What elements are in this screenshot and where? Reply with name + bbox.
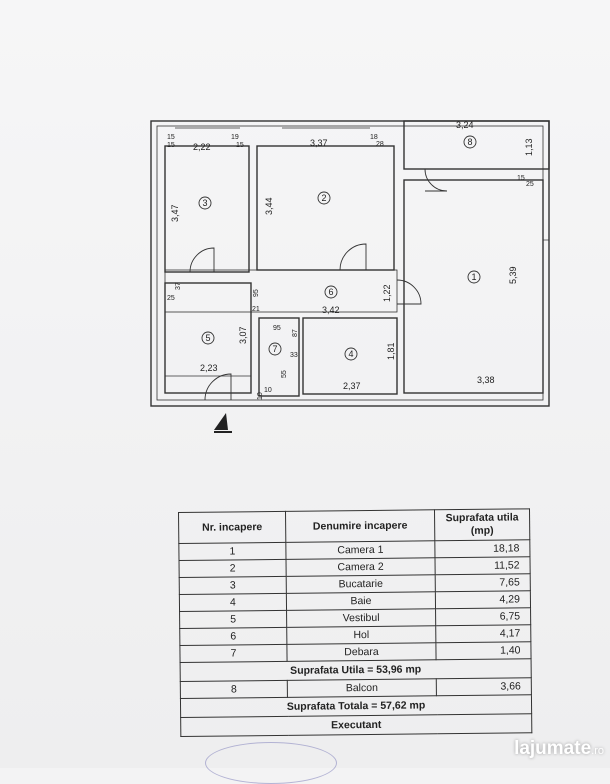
row-number: 3	[179, 576, 287, 595]
row-number: 5	[179, 610, 287, 629]
room-5-label: 5	[205, 333, 210, 343]
dim-balcony-width: 3,24	[456, 120, 474, 130]
row-name: Debara	[286, 642, 437, 662]
dim-balcony-height: 1,13	[524, 138, 534, 156]
header-room-area: Suprafata utila (mp)	[434, 508, 530, 541]
row-number: 7	[179, 644, 288, 663]
row-name: Hol	[286, 625, 436, 645]
dim-r2-height: 3,44	[264, 197, 274, 215]
watermark-tld: .ro	[591, 745, 604, 757]
header-room-number: Nr. incapere	[178, 511, 286, 544]
row-name: Vestibul	[286, 608, 436, 628]
outer-wall-outline	[150, 120, 550, 407]
watermark-logo: lajumate.ro	[514, 738, 604, 760]
wall-label: 87	[292, 329, 299, 337]
wall-label: 33	[290, 352, 298, 359]
row-number: 8	[180, 680, 288, 699]
dim-r4-width: 2,37	[343, 381, 361, 391]
room-area-table: Nr. incapere Denumire incapere Suprafata…	[178, 508, 532, 737]
dim-r5-width: 2,23	[200, 363, 218, 373]
room-7-label: 7	[272, 344, 277, 354]
dim-r3-width: 2,22	[193, 142, 211, 152]
room-6-label: 6	[328, 287, 333, 297]
room-3-outline	[164, 145, 250, 273]
row-area: 18,18	[434, 539, 530, 558]
row-name: Baie	[286, 591, 436, 611]
row-area: 4,17	[435, 624, 531, 643]
wall-label: 25	[167, 295, 175, 302]
executant-row: Executant	[180, 713, 532, 737]
row-area: 1,40	[435, 641, 532, 660]
row-name: Camera 2	[286, 557, 436, 577]
room-4-label: 4	[348, 349, 353, 359]
wall-label: 15	[517, 175, 525, 182]
row-name: Bucatarie	[286, 574, 436, 594]
wall-label: 95	[253, 289, 260, 297]
row-area: 3,66	[436, 677, 532, 696]
balcony-outline	[403, 120, 550, 170]
room-2-label: 2	[321, 193, 326, 203]
wall-label: 55	[281, 370, 288, 378]
row-number: 1	[178, 542, 287, 561]
row-number: 6	[179, 627, 287, 646]
dim-r1-height: 5,39	[508, 266, 518, 284]
watermark-brand: lajumate	[514, 738, 592, 759]
row-area: 11,52	[434, 556, 531, 575]
header-room-name: Denumire incapere	[285, 509, 435, 543]
stamp-seal	[205, 742, 337, 784]
wall-label: 18	[370, 134, 378, 141]
dim-r2-width: 3,37	[310, 138, 328, 148]
room-8-label: 8	[467, 137, 472, 147]
wall-label: 10	[257, 392, 264, 400]
room-4-outline	[302, 317, 398, 395]
row-name: Camera 1	[285, 540, 435, 560]
wall-label: 37	[175, 282, 182, 290]
dim-r1-width: 3,38	[477, 375, 495, 385]
wall-label: 19	[231, 134, 239, 141]
wall-label: 15	[167, 134, 175, 141]
dim-r4-height: 1,81	[386, 342, 396, 360]
row-area: 4,29	[435, 590, 531, 609]
room-3-label: 3	[202, 198, 207, 208]
wall-label: 10	[264, 387, 272, 394]
floor-plan: 1 2 3 4 5 6 7 8 2,22 3,47 3,37 3,44 3,24…	[150, 120, 550, 433]
room-2-outline	[256, 145, 395, 271]
wall-label: 28	[376, 141, 384, 148]
row-name: Balcon	[287, 678, 437, 698]
dim-r3-height: 3,47	[170, 204, 180, 222]
room-1-outline	[403, 179, 544, 394]
wall-label: 15	[167, 142, 175, 149]
wall-label: 95	[273, 325, 281, 332]
table-header-row: Nr. incapere Denumire incapere Suprafata…	[178, 508, 530, 544]
dim-r6-height: 1,22	[382, 284, 392, 302]
row-number: 2	[179, 559, 287, 578]
row-area: 7,65	[435, 573, 531, 592]
row-area: 6,75	[435, 607, 531, 626]
wall-label: 15	[236, 142, 244, 149]
dim-r5-height: 3,07	[238, 326, 248, 344]
room-5-outline	[164, 282, 252, 394]
entrance-icon	[214, 413, 232, 433]
room-7-outline	[258, 317, 300, 397]
wall-label: 25	[526, 181, 534, 188]
wall-label: 21	[252, 306, 260, 313]
row-number: 4	[179, 593, 287, 612]
room-1-label: 1	[471, 272, 476, 282]
executant-label: Executant	[180, 713, 532, 737]
dim-r6-width: 3,42	[322, 305, 340, 315]
